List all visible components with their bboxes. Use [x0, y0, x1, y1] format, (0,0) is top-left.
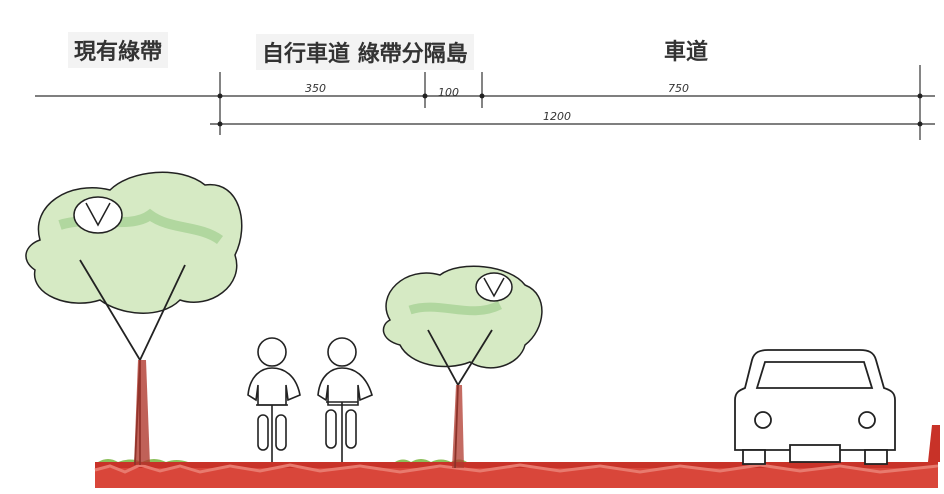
label-existing-greenbelt: 現有綠帶 — [68, 32, 169, 68]
cyclist-head — [257, 337, 287, 367]
dimension-total: 1200 — [543, 110, 571, 123]
cyclist-head — [327, 337, 357, 367]
tree-symbol-mark — [85, 202, 111, 227]
car-wheel — [742, 449, 766, 465]
bike-wheel — [345, 409, 357, 449]
ground-texture — [94, 463, 939, 474]
tree-canopy — [382, 265, 543, 369]
tree-trunk — [134, 360, 150, 465]
curb — [928, 425, 940, 462]
tree-icon — [382, 265, 543, 469]
bike-wheel — [325, 409, 337, 449]
car-headlight — [754, 411, 772, 429]
tree-icon — [25, 171, 243, 466]
cyclist-body — [247, 367, 301, 406]
cyclist-icon — [317, 337, 373, 462]
car-windshield — [755, 361, 874, 389]
dimension-island: 100 — [438, 86, 459, 99]
cyclist-icon — [247, 337, 301, 462]
dimension-bike-lane: 350 — [305, 82, 326, 95]
dimension-dot — [917, 93, 923, 99]
dimension-dot — [917, 121, 923, 127]
dimension-roadway: 750 — [668, 82, 689, 95]
dimension-dot — [217, 121, 223, 127]
ground-strip — [94, 425, 940, 488]
tree-symbol-mark — [483, 277, 505, 298]
label-roadway: 車道 — [664, 40, 709, 65]
dimension-lines — [35, 65, 935, 140]
canopy-shading — [408, 300, 503, 316]
grass-patch — [98, 459, 188, 462]
label-bike-lane-and-island: 自行車道 綠帶分隔島 — [256, 34, 474, 70]
car-icon — [734, 349, 896, 465]
dimension-dots — [217, 93, 923, 127]
dimension-dot — [479, 93, 485, 99]
dimension-dot — [217, 93, 223, 99]
dimension-dot — [422, 93, 428, 99]
car-headlight — [858, 411, 876, 429]
tree-canopy — [25, 171, 243, 314]
tree-symbol — [73, 196, 123, 234]
grass-patch — [395, 459, 467, 462]
cyclist-body — [317, 367, 373, 406]
tree-trunk — [452, 385, 464, 468]
bike-wheel — [257, 414, 269, 451]
car-wheel — [864, 449, 888, 465]
car-bumper — [789, 444, 841, 463]
bike-wheel — [275, 414, 287, 451]
